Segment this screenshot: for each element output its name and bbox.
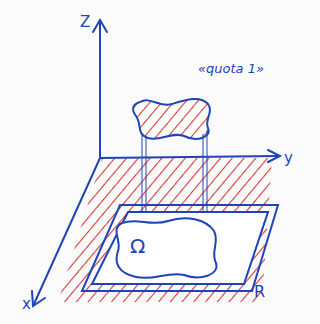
region-label: Ω	[130, 235, 145, 257]
axis-label: x	[22, 296, 31, 313]
surface-quota	[133, 99, 210, 139]
axis-label: y	[284, 150, 293, 167]
axis-label: Z	[80, 14, 90, 31]
projection-line	[142, 134, 143, 224]
y-arrowhead	[268, 150, 280, 162]
z-arrowhead	[93, 20, 107, 32]
omega-region: Ω	[110, 215, 222, 281]
projection-line	[207, 130, 208, 222]
x-arrowhead	[32, 291, 45, 306]
x-axis	[34, 158, 100, 304]
inner-frame	[92, 212, 268, 284]
projection-line	[146, 137, 147, 224]
blob-shape	[117, 218, 217, 278]
rectangle-region: RΩ	[80, 203, 280, 295]
region-label: R	[254, 283, 265, 301]
outer-frame	[82, 205, 278, 291]
height-note: «quota 1»	[198, 62, 264, 76]
surface-base	[133, 99, 210, 139]
blob-outline	[110, 215, 222, 281]
projection-line	[203, 134, 204, 222]
z-axis	[99, 22, 101, 158]
y-axis	[100, 156, 278, 158]
